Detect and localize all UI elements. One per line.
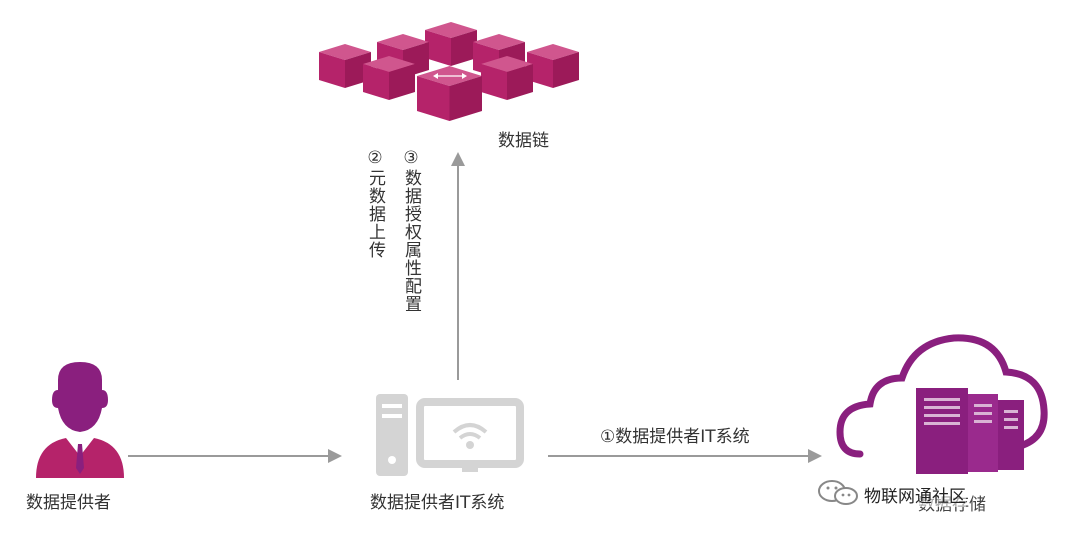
step3-label: ③数据授权属性配置 — [401, 148, 421, 313]
upload-arrow — [451, 152, 465, 380]
wechat-logo-icon — [818, 480, 858, 505]
person-icon — [36, 362, 124, 478]
cloud-storage-icon — [836, 334, 1048, 474]
arrow-it-to-storage — [548, 449, 822, 463]
it-system-label: 数据提供者IT系统 — [370, 493, 505, 513]
provider-label: 数据提供者 — [26, 493, 111, 513]
step2-label: ②元数据上传 — [365, 148, 385, 259]
blockchain-label: 数据链 — [498, 131, 549, 151]
watermark-text: 物联网通社区 — [864, 482, 966, 507]
blockchain-blocks-icon — [319, 22, 579, 121]
computer-icon — [376, 394, 524, 476]
step1-label: ①数据提供者IT系统 — [600, 427, 750, 447]
arrow-provider-to-it — [128, 449, 342, 463]
